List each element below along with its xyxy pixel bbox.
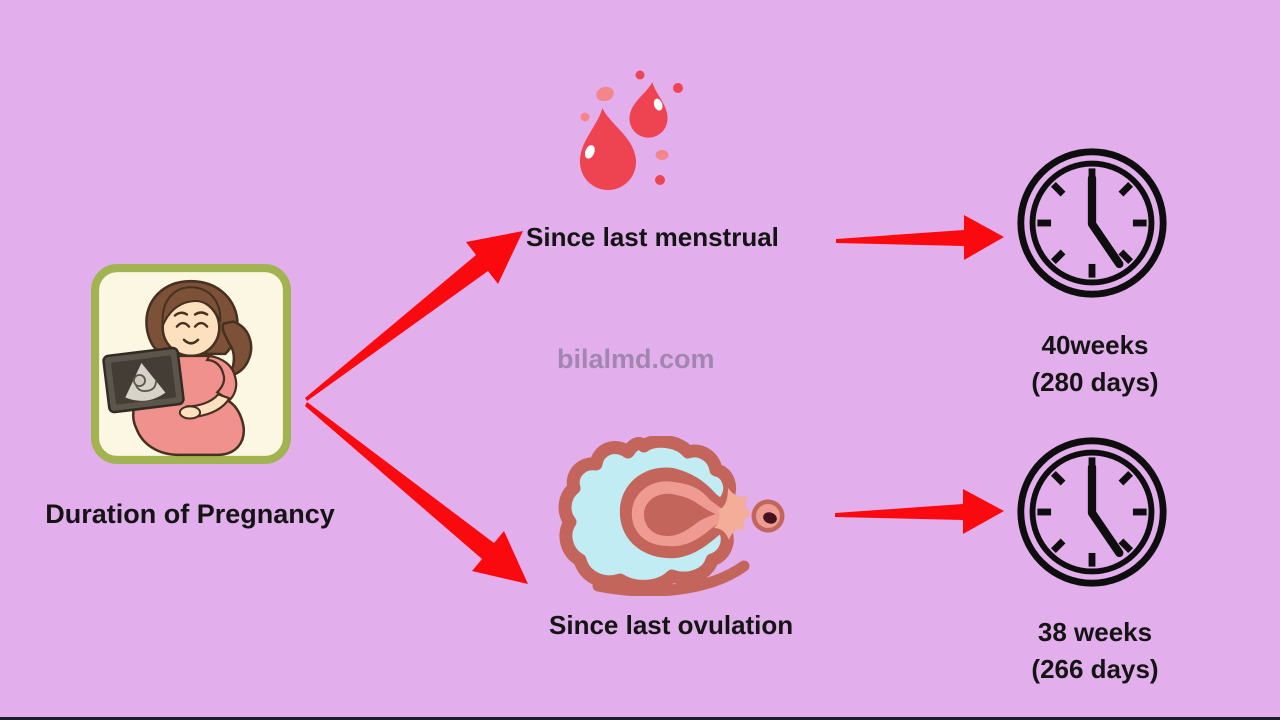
clock-icon-ovulation <box>1014 434 1170 590</box>
pregnant-woman-illustration <box>91 264 291 464</box>
arrow-root-to-menstrual <box>305 231 523 401</box>
ovulation-icon <box>558 436 785 596</box>
duration-ovulation-weeks: 38 weeks <box>1037 617 1153 647</box>
branch-label-ovulation: Since last ovulation <box>549 610 794 640</box>
blood-drops-icon <box>580 70 683 190</box>
duration-ovulation: 38 weeks (266 days) <box>1005 614 1185 688</box>
arrow-menstrual-to-clock <box>836 215 1004 260</box>
duration-menstrual: 40weeks (280 days) <box>1005 327 1185 401</box>
duration-ovulation-days: (266 days) <box>1031 654 1159 684</box>
ultrasound-photo <box>102 346 185 414</box>
egg <box>751 499 785 533</box>
duration-menstrual-weeks: 40weeks <box>1041 330 1149 360</box>
bottom-edge-bar <box>0 717 1280 720</box>
arrow-root-to-ovulation <box>305 402 528 584</box>
clock-icon-menstrual <box>1014 145 1170 301</box>
duration-menstrual-days: (280 days) <box>1031 367 1159 397</box>
watermark: bilalmd.com <box>557 344 715 374</box>
arrow-ovulation-to-clock <box>835 489 1004 534</box>
branch-label-menstrual: Since last menstrual <box>526 222 779 252</box>
root-label: Duration of Pregnancy <box>45 499 335 529</box>
